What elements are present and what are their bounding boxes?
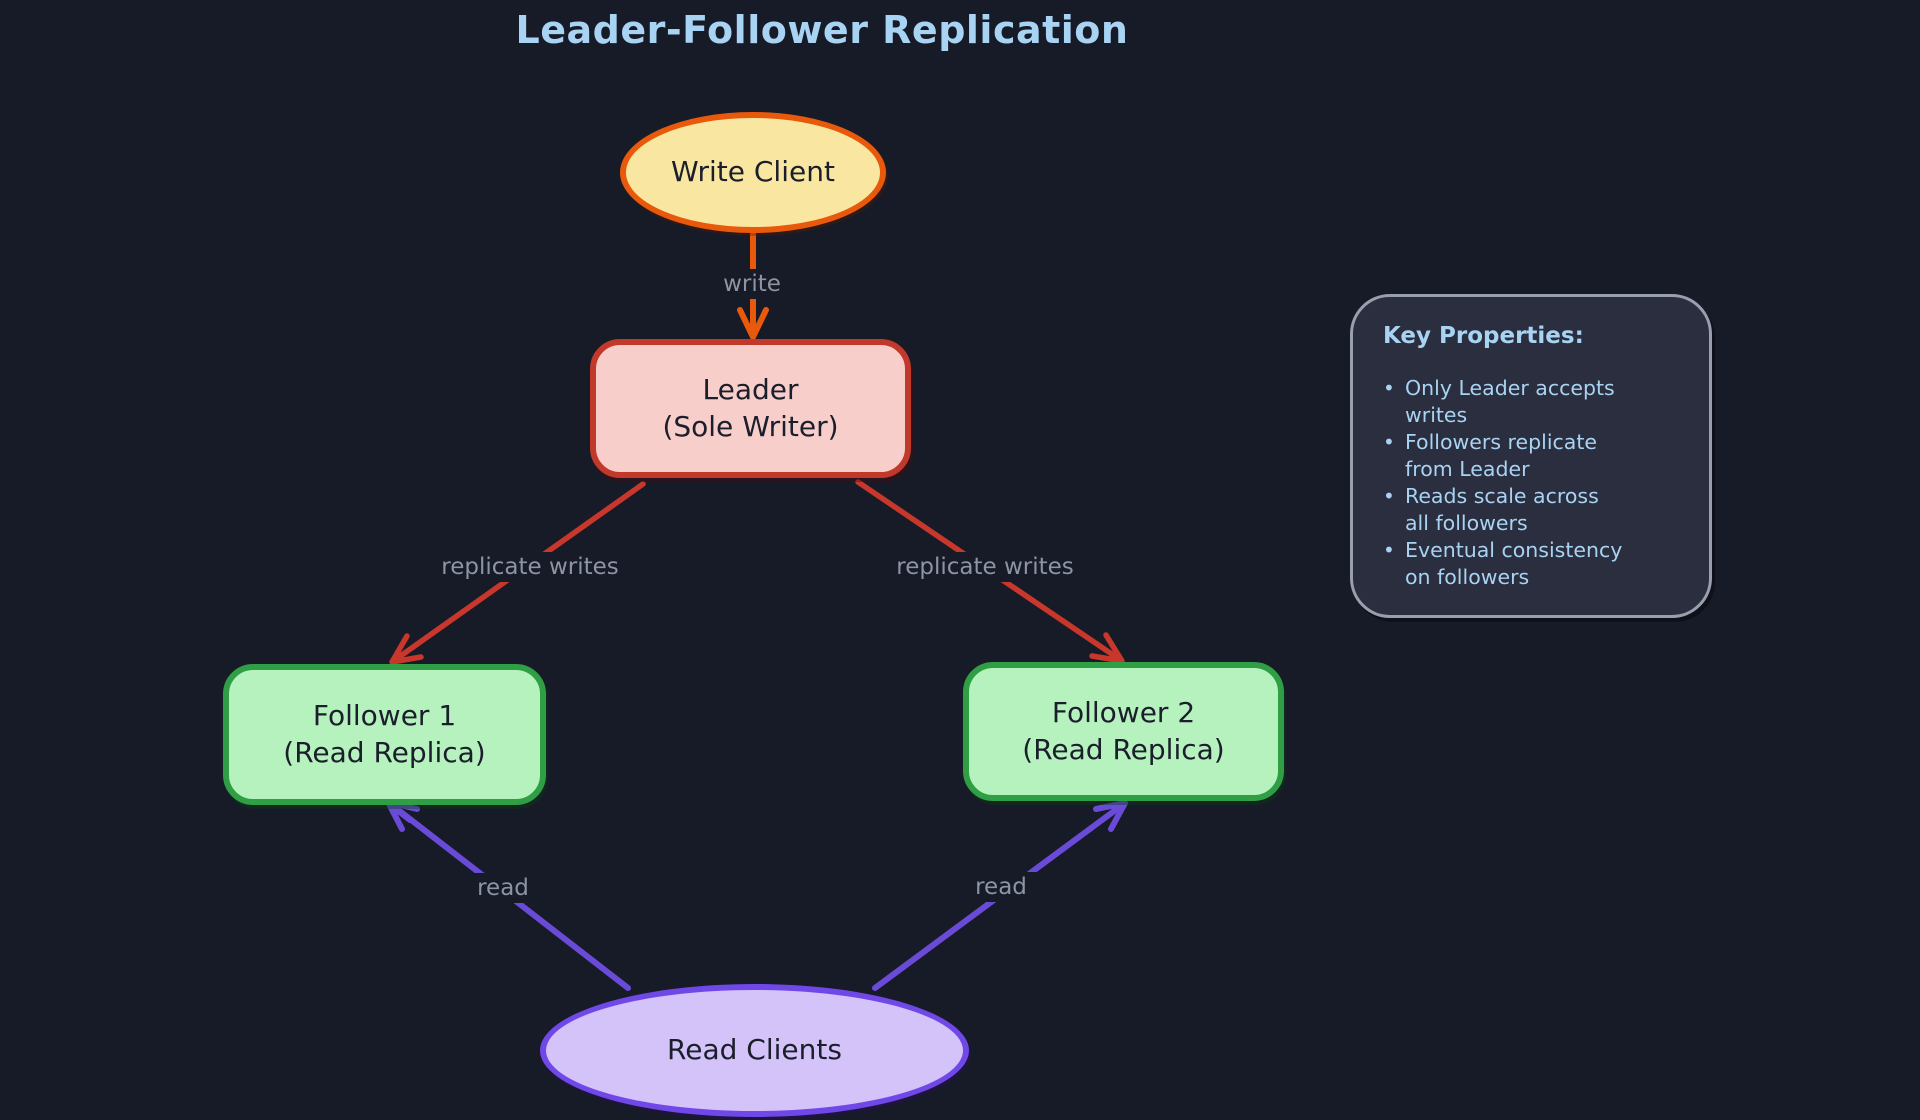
replicate-writes-label-right[interactable]: replicate writes bbox=[886, 552, 1084, 582]
leader-label-line1: Leader bbox=[702, 372, 799, 406]
key-property-item: • Only Leader accepts writes bbox=[1383, 375, 1695, 429]
bullet-icon: • bbox=[1383, 430, 1395, 455]
diagram-title[interactable]: Leader-Follower Replication bbox=[515, 8, 1129, 52]
read-label-left[interactable]: read bbox=[467, 873, 539, 903]
write-arrow-label[interactable]: write bbox=[713, 269, 791, 299]
key-properties-title: Key Properties: bbox=[1383, 323, 1584, 349]
key-property-item: • Followers replicate from Leader bbox=[1383, 429, 1695, 483]
leader-label-line2: (Sole Writer) bbox=[662, 409, 839, 443]
key-item-4-line2: on followers bbox=[1405, 565, 1530, 590]
node-leader[interactable]: Leader (Sole Writer) bbox=[590, 339, 911, 478]
replicate-writes-label-left[interactable]: replicate writes bbox=[431, 552, 629, 582]
read-clients-label: Read Clients bbox=[667, 1033, 842, 1067]
key-properties-panel[interactable]: Key Properties: • Only Leader accepts wr… bbox=[1350, 294, 1712, 618]
key-property-item: • Reads scale across all followers bbox=[1383, 483, 1695, 537]
follower-2-label-line1: Follower 2 bbox=[1051, 695, 1196, 729]
write-client-label: Write Client bbox=[671, 155, 835, 189]
key-item-2-line2: from Leader bbox=[1405, 457, 1530, 482]
read-label-right[interactable]: read bbox=[965, 872, 1037, 902]
follower-1-label-line1: Follower 1 bbox=[312, 698, 457, 732]
key-item-4-line1: Eventual consistency bbox=[1405, 538, 1623, 563]
node-follower-1[interactable]: Follower 1 (Read Replica) bbox=[223, 664, 546, 805]
node-read-clients[interactable]: Read Clients bbox=[540, 984, 969, 1117]
follower-2-label-line2: (Read Replica) bbox=[1022, 732, 1225, 766]
key-item-2-line1: Followers replicate bbox=[1405, 430, 1598, 455]
key-property-item: • Eventual consistency on followers bbox=[1383, 537, 1695, 591]
node-follower-2[interactable]: Follower 2 (Read Replica) bbox=[963, 662, 1284, 801]
bullet-icon: • bbox=[1383, 484, 1395, 509]
key-item-1-line2: writes bbox=[1405, 403, 1468, 428]
bullet-icon: • bbox=[1383, 376, 1395, 400]
key-item-1-line1: Only Leader accepts bbox=[1405, 376, 1615, 400]
key-item-3-line1: Reads scale across bbox=[1405, 484, 1599, 509]
node-write-client[interactable]: Write Client bbox=[620, 112, 886, 233]
follower-1-label-line2: (Read Replica) bbox=[283, 735, 486, 769]
key-item-3-line2: all followers bbox=[1405, 511, 1528, 536]
bullet-icon: • bbox=[1383, 538, 1395, 563]
